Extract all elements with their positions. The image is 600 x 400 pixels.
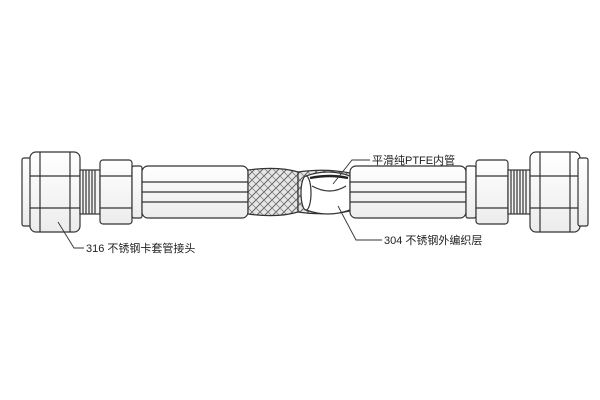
leader-fitting xyxy=(57,221,84,249)
right-sleeve xyxy=(349,165,467,219)
leader-inner-tube xyxy=(332,159,370,185)
right-fitting-nut xyxy=(529,151,581,233)
left-fitting-collar xyxy=(131,165,143,219)
label-braid: 304 不锈钢外编织层 xyxy=(384,233,482,247)
right-fitting-collar xyxy=(465,165,477,219)
right-fitting-hex xyxy=(475,159,509,225)
right-fitting xyxy=(465,151,589,233)
left-fitting xyxy=(21,151,143,233)
left-fitting-nut xyxy=(29,151,81,233)
left-sleeve xyxy=(141,165,249,219)
label-fitting: 316 不锈钢卡套管接头 xyxy=(86,241,195,255)
left-fitting-hex xyxy=(99,159,133,225)
right-fitting-cap xyxy=(577,157,589,227)
left-fitting-thread xyxy=(79,169,101,215)
leader-braid xyxy=(337,205,382,241)
right-fitting-thread xyxy=(507,169,531,215)
label-inner-tube: 平滑纯PTFE内管 xyxy=(372,153,455,167)
inner-tube-cutaway xyxy=(300,171,351,215)
